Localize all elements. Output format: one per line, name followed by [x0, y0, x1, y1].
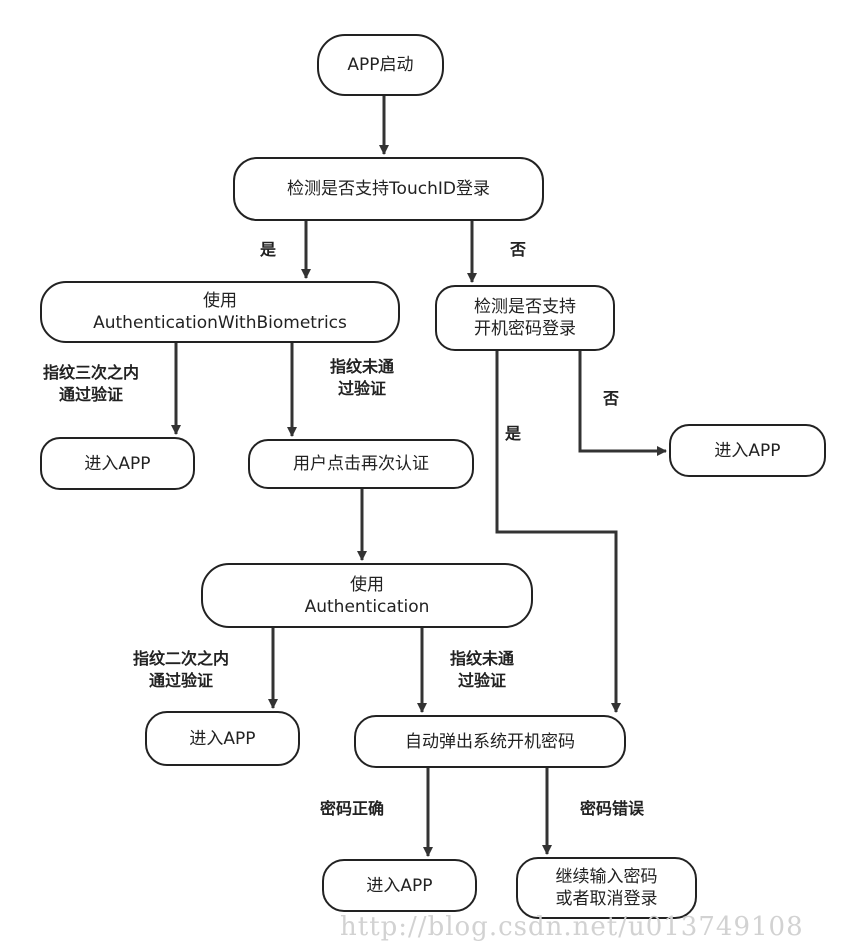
node-enter-app-4: 进入APP — [322, 859, 477, 912]
label-yes-touchid: 是 — [260, 240, 277, 259]
label-no-touchid: 否 — [510, 240, 527, 259]
label-fingerprint-fail-1: 指纹未通 过验证 — [329, 357, 394, 398]
label-fingerprint-fail-2: 指纹未通 过验证 — [449, 649, 514, 690]
node-check-touchid: 检测是否支持TouchID登录 — [233, 157, 544, 221]
label-no-passcode: 否 — [603, 389, 620, 408]
node-enter-app-right: 进入APP — [669, 424, 826, 477]
node-use-auth-biometrics: 使用 AuthenticationWithBiometrics — [40, 281, 400, 343]
label-password-wrong: 密码错误 — [580, 799, 645, 818]
arrow-passcode-no — [578, 350, 667, 456]
node-enter-app-1: 进入APP — [40, 437, 195, 490]
node-auto-passcode: 自动弹出系统开机密码 — [354, 715, 626, 768]
node-use-authentication: 使用 Authentication — [201, 563, 533, 628]
label-password-correct: 密码正确 — [320, 799, 385, 818]
node-user-retry: 用户点击再次认证 — [248, 439, 474, 489]
watermark-text: http://blog.csdn.net/u013749108 — [340, 912, 804, 942]
node-continue-or-cancel: 继续输入密码 或者取消登录 — [516, 857, 697, 919]
node-check-passcode: 检测是否支持 开机密码登录 — [435, 285, 615, 351]
label-yes-passcode: 是 — [505, 424, 522, 443]
label-fingerprint-three-pass: 指纹三次之内 通过验证 — [42, 363, 139, 404]
arrow-passcode-yes — [495, 350, 621, 713]
node-enter-app-3: 进入APP — [145, 711, 300, 766]
node-app-start: APP启动 — [317, 34, 444, 96]
label-fingerprint-two-pass: 指纹二次之内 通过验证 — [132, 649, 229, 690]
